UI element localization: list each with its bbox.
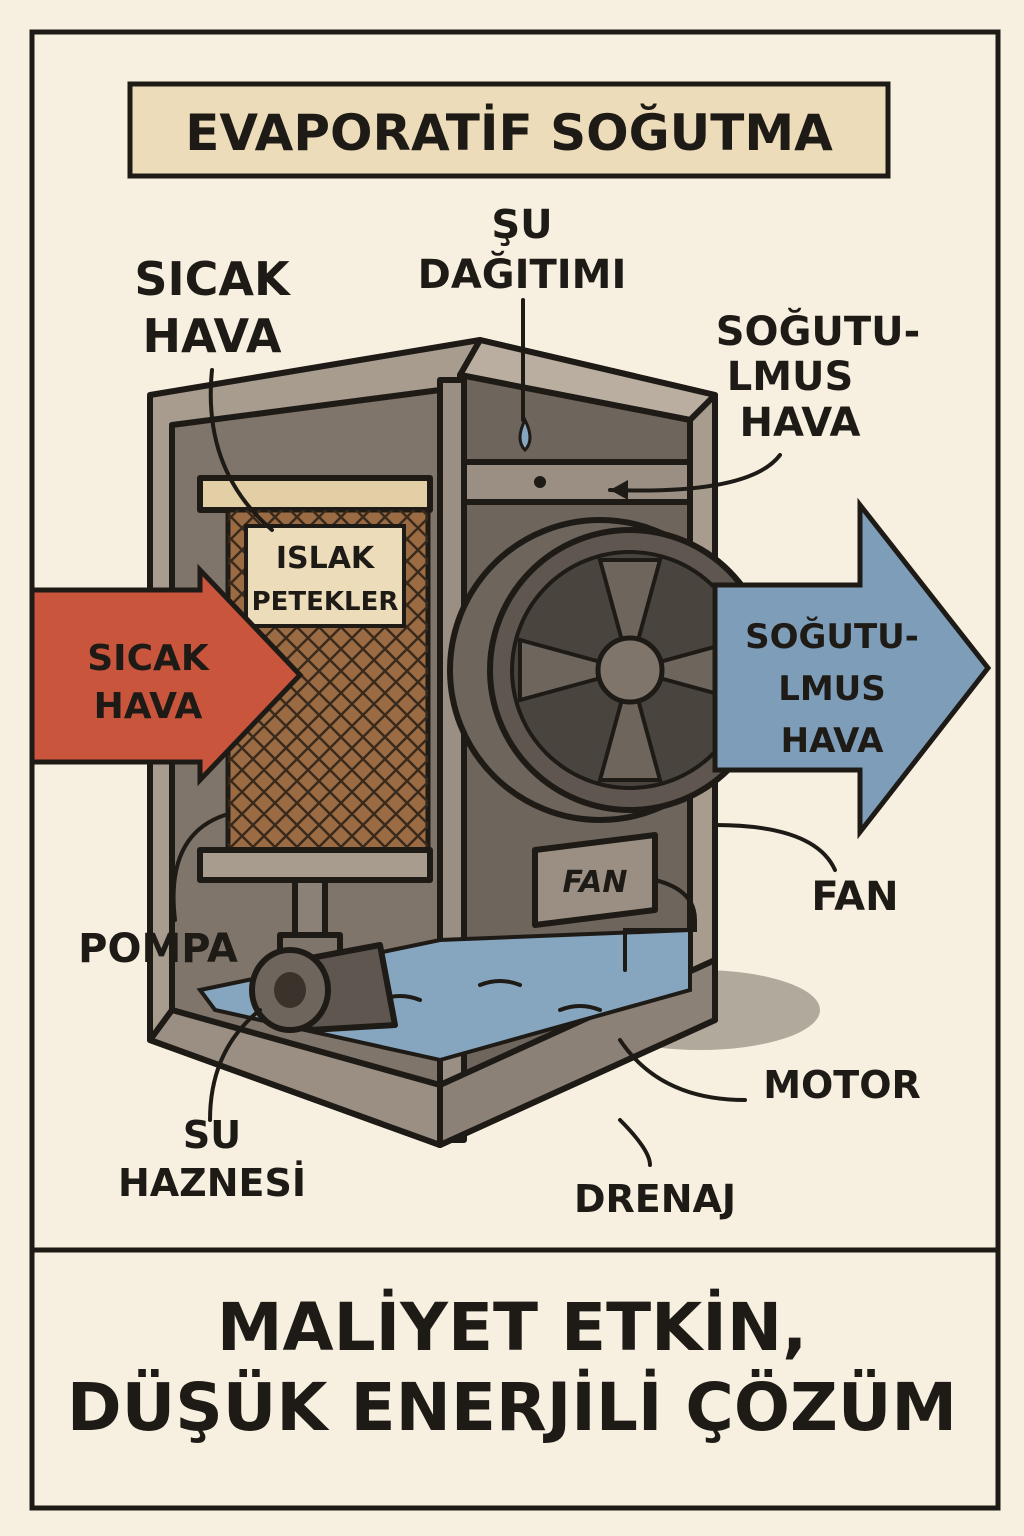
water-drop-icon (518, 416, 532, 453)
footer-line2: DÜŞÜK ENERJİLİ ÇÖZÜM (67, 1369, 957, 1446)
fan-label: FAN (811, 874, 898, 920)
hot-air-arrow-line1: SICAK (87, 638, 210, 679)
hot-air-label-line1: SICAK (134, 252, 292, 306)
drain-label: DRENAJ (574, 1177, 736, 1221)
hot-air-label-line2: HAVA (142, 309, 281, 363)
hot-air-arrow-line2: HAVA (94, 686, 203, 727)
cooled-air-leader (608, 453, 782, 493)
drain-leader (618, 1118, 652, 1167)
cooled-air-arrow-line3: HAVA (781, 721, 884, 761)
cooled-air-label-line3: HAVA (740, 400, 861, 446)
hot-air-arrow (29, 563, 304, 787)
footer-line1: MALİYET ETKİN, (217, 1289, 807, 1366)
water-tank-label-line2: HAZNESİ (118, 1161, 306, 1205)
water-tank-leader (208, 1008, 262, 1122)
motor-label: MOTOR (763, 1063, 921, 1107)
water-tank-label-line1: SU (183, 1113, 241, 1157)
water-distribution-label-line1: ŞU (491, 202, 552, 248)
cooled-air-label-line1: SOĞUTU- (716, 307, 921, 355)
cooled-air-arrow-line1: SOĞUTU- (745, 616, 919, 657)
title-box: EVAPORATİF SOĞUTMA (127, 81, 891, 179)
cooled-air-arrow-line2: LMUS (778, 669, 886, 709)
cooled-air-label-line2: LMUS (727, 354, 854, 400)
pump-leader (171, 813, 227, 922)
pump-label: POMPA (78, 926, 238, 972)
water-distribution-bar (461, 459, 693, 505)
wet-pads-label-line2: PETEKLER (252, 587, 399, 617)
water-distribution-label-line2: DAĞITIMI (418, 250, 627, 298)
fan-leader (713, 823, 837, 872)
cooled-air-arrow (712, 497, 992, 840)
hot-air-leader (208, 368, 274, 532)
motor-box (532, 832, 658, 928)
wet-pads-label-line1: ISLAK (276, 541, 376, 576)
fan-box-label: FAN (563, 865, 628, 900)
title: EVAPORATİF SOĞUTMA (185, 103, 833, 162)
pump (249, 877, 398, 1033)
motor-leader (618, 1038, 747, 1102)
